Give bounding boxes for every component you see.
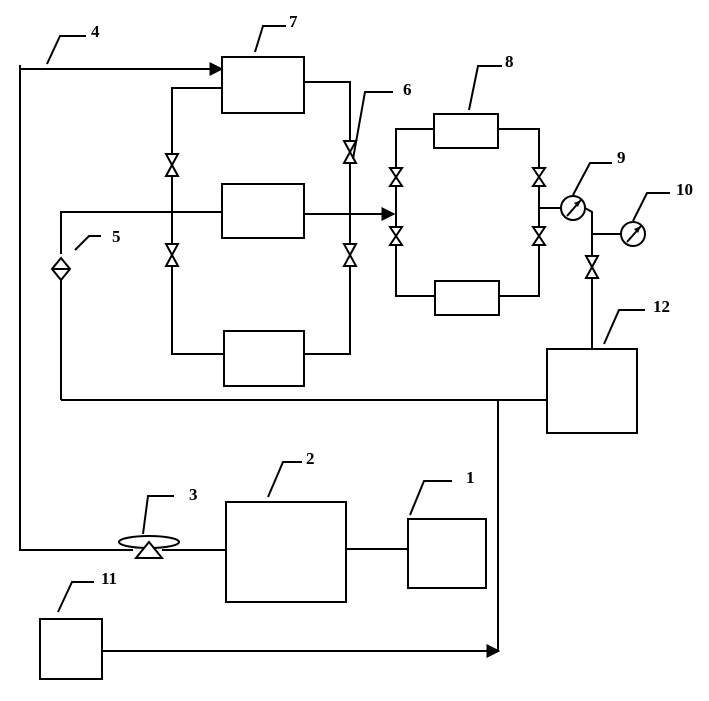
- label-11: 11: [101, 569, 117, 588]
- unit-middle: [221, 183, 305, 239]
- unit-12: [546, 348, 638, 434]
- left-manifold: [164, 87, 224, 355]
- label-2: 2: [306, 449, 315, 468]
- valve-3: [118, 535, 226, 559]
- unit-1: [407, 518, 487, 589]
- unit-bottom: [223, 330, 305, 387]
- label-4: 4: [91, 22, 100, 41]
- right-manifold: [304, 81, 358, 355]
- label-7: 7: [289, 12, 298, 31]
- leader-lines: [46, 25, 670, 613]
- gauge-10: [620, 221, 646, 247]
- label-6: 6: [403, 80, 412, 99]
- pipe-line-4: [19, 62, 224, 551]
- gauge-9: [560, 195, 593, 234]
- manifold-8: [388, 128, 561, 297]
- label-9: 9: [617, 148, 626, 167]
- unit-8-top: [433, 113, 499, 149]
- unit-11: [39, 618, 103, 680]
- valve-12: [584, 255, 600, 279]
- unit-2: [225, 501, 347, 603]
- filter-5: [50, 211, 222, 400]
- label-8: 8: [505, 52, 514, 71]
- label-5: 5: [112, 227, 121, 246]
- label-3: 3: [189, 485, 198, 504]
- unit-7: [221, 56, 305, 114]
- label-1: 1: [466, 468, 475, 487]
- unit-8-bottom: [434, 280, 500, 316]
- pipe-to-10: [591, 233, 598, 256]
- label-12: 12: [653, 297, 670, 316]
- label-10: 10: [676, 180, 693, 199]
